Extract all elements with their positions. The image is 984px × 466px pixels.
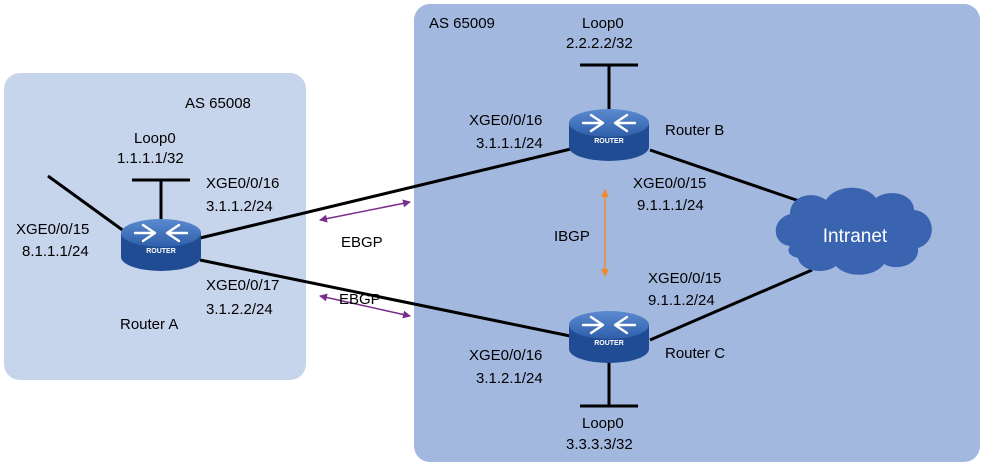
router-c-if-left-name: XGE0/0/16 — [469, 347, 542, 364]
ebgp-upper-label: EBGP — [341, 234, 383, 251]
router-a[interactable]: ROUTER — [121, 219, 201, 271]
router-a-if-upper-ip: 3.1.1.2/24 — [206, 198, 273, 215]
router-a-loop-ip: 1.1.1.1/32 — [117, 150, 184, 167]
router-a-badge: ROUTER — [146, 248, 176, 255]
router-b-loop-ip: 2.2.2.2/32 — [566, 35, 633, 52]
router-c[interactable]: ROUTER — [569, 311, 649, 363]
router-a-name: Router A — [120, 316, 178, 333]
router-b-name: Router B — [665, 122, 724, 139]
link-a-b — [199, 146, 576, 240]
router-a-if-upper-name: XGE0/0/16 — [206, 175, 279, 192]
ebgp-upper-arrow — [319, 199, 411, 223]
router-a-if-lower-name: XGE0/0/17 — [206, 277, 279, 294]
router-a-arrows-icon — [133, 223, 189, 243]
router-c-if-right-name: XGE0/0/15 — [648, 270, 721, 287]
router-c-if-right-ip: 9.1.1.2/24 — [648, 292, 715, 309]
ebgp-lower-arrow — [319, 293, 411, 319]
router-b[interactable]: ROUTER — [569, 109, 649, 161]
intranet-label: Intranet — [823, 226, 888, 247]
router-a-if-left-ip: 8.1.1.1/24 — [22, 243, 89, 260]
as65008-label: AS 65008 — [185, 95, 251, 112]
link-b-intranet — [649, 148, 809, 206]
link-c-intranet — [649, 268, 813, 342]
router-a-loop-name: Loop0 — [134, 130, 176, 147]
router-b-if-right-name: XGE0/0/15 — [633, 175, 706, 192]
router-b-loop-name: Loop0 — [582, 15, 624, 32]
ibgp-label: IBGP — [554, 228, 590, 245]
intranet-cloud[interactable]: Intranet — [775, 187, 932, 275]
router-a-if-left-name: XGE0/0/15 — [16, 221, 89, 238]
router-b-if-right-ip: 9.1.1.1/24 — [637, 197, 704, 214]
as65009-label: AS 65009 — [429, 15, 495, 32]
router-b-if-left-ip: 3.1.1.1/24 — [476, 135, 543, 152]
router-c-if-left-ip: 3.1.2.1/24 — [476, 370, 543, 387]
router-b-if-left-name: XGE0/0/16 — [469, 112, 542, 129]
router-c-name: Router C — [665, 345, 725, 362]
link-a-external — [47, 174, 129, 236]
router-b-badge: ROUTER — [594, 138, 624, 145]
router-c-loop-name: Loop0 — [582, 415, 624, 432]
as65009-region — [414, 4, 980, 462]
router-a-if-lower-ip: 3.1.2.2/24 — [206, 301, 273, 318]
ebgp-lower-label: EBGP — [339, 291, 381, 308]
router-c-badge: ROUTER — [594, 340, 624, 347]
router-b-arrows-icon — [581, 113, 637, 133]
router-c-loop-ip: 3.3.3.3/32 — [566, 436, 633, 453]
router-c-arrows-icon — [581, 315, 637, 335]
